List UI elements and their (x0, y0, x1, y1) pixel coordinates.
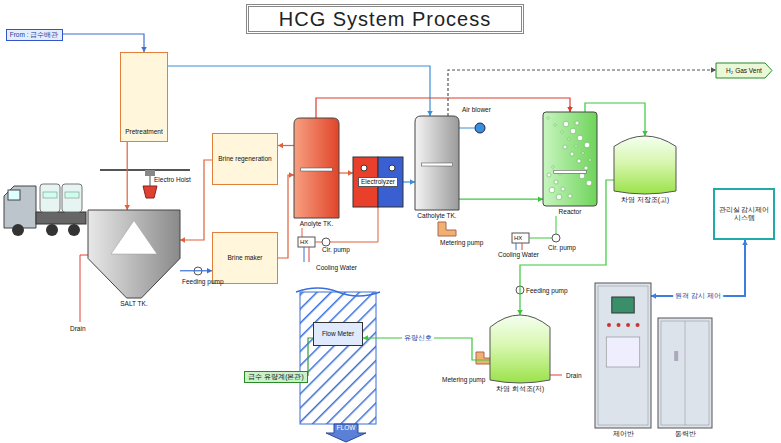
node-text: SALT TK. (120, 300, 147, 308)
node-shape (658, 318, 712, 428)
callout-label: Drain (566, 372, 582, 380)
pipe-connector (339, 170, 353, 176)
callout-label: HX (514, 235, 522, 242)
pipe-connector (278, 172, 294, 258)
flowmeter-box: 급수 유량계(본관) (244, 371, 308, 383)
pipe-connector (459, 196, 543, 202)
inlet-box: From : 급수배관 (6, 29, 63, 41)
catholyte-tank: Catholyte TK. (415, 116, 459, 220)
connector-label: 유량신호 (402, 334, 434, 342)
anolyte-tank: Anolyte TK. (294, 118, 339, 228)
node-text: FLOW (337, 424, 356, 432)
node-shape (415, 116, 459, 210)
brine-regeneration-unit: Brine regeneration (212, 133, 278, 185)
flow-meter: Flow Meter (313, 322, 363, 346)
node-text: 차염 희석조(저) (496, 385, 544, 393)
callout-label: Air blower (462, 106, 491, 114)
node-shape (490, 315, 550, 383)
pipe-connector (168, 66, 433, 116)
vent-arrow: H₂ Gas Vent (716, 63, 772, 78)
callout-label: Metering pump (440, 239, 483, 247)
node-text: 차염 저장조(고) (621, 196, 669, 204)
node-shape (294, 118, 339, 218)
monitoring-room: 관리실 감시제어 시스템 (713, 188, 775, 240)
node-text: Reactor (559, 208, 582, 216)
reactor: Reactor (543, 112, 597, 216)
callout-label: Drain (70, 325, 86, 333)
power-panel: 동력반 (658, 318, 712, 438)
brine-maker: Brine maker (212, 232, 278, 284)
pipe-connector (180, 160, 212, 243)
salt-tank: SALT TK. (88, 210, 180, 308)
node-shape (614, 136, 676, 194)
pipe-connector (448, 67, 716, 116)
node-shape (543, 112, 597, 206)
node-shape (595, 283, 651, 428)
node-text: 관리실 감시제어 시스템 (718, 206, 770, 222)
pretreatment-unit: Pretreatment (120, 52, 168, 142)
control-panel: 제어반 (595, 283, 651, 438)
callout-label: Cooling Water (316, 264, 357, 272)
pipe-connector (180, 268, 212, 274)
node-text: 제어반 (613, 430, 634, 438)
pipe-connector (278, 143, 294, 149)
callout-label: Cir. pump (322, 246, 350, 254)
node-text: From : 급수배관 (10, 31, 59, 39)
title: HCG System Process (246, 4, 524, 34)
node-text: Brine maker (227, 254, 262, 262)
connector-label: 원격 감시 제어 (673, 292, 723, 300)
flow-arrow: FLOW (326, 424, 366, 442)
node-text: Flow Meter (322, 330, 354, 338)
callout-label: Electro Hoist (154, 176, 191, 184)
pipe-connector (403, 179, 415, 185)
storage-tank: 차염 저장조(고) (614, 136, 676, 204)
pipe-connector (651, 240, 748, 299)
callout-label: Metering pump (442, 376, 485, 384)
electrolyzer: Electrolyzer (353, 157, 403, 207)
node-shape (88, 210, 180, 298)
node-text: 동력반 (675, 430, 696, 438)
node-text: H₂ Gas Vent (726, 67, 762, 75)
pipe-connector (63, 34, 147, 52)
node-text: Anolyte TK. (300, 220, 333, 228)
node-text: Electrolyzer (358, 177, 398, 187)
pipe-connector (124, 142, 130, 210)
callout-label: HX (300, 239, 308, 246)
callout-label: Cooling Water (498, 251, 539, 259)
node-text: 급수 유량계(본관) (248, 373, 303, 381)
dilution-tank: 차염 희석조(저) (490, 315, 550, 393)
node-text: Pretreatment (125, 128, 163, 136)
callout-label: Feeding pump (526, 287, 568, 295)
node-text: Brine regeneration (218, 155, 271, 163)
pipe-connector (316, 98, 573, 118)
callout-label: Feeding pump (182, 278, 224, 286)
callout-label: Cir. pump (548, 244, 576, 252)
node-text: Catholyte TK. (417, 212, 456, 220)
